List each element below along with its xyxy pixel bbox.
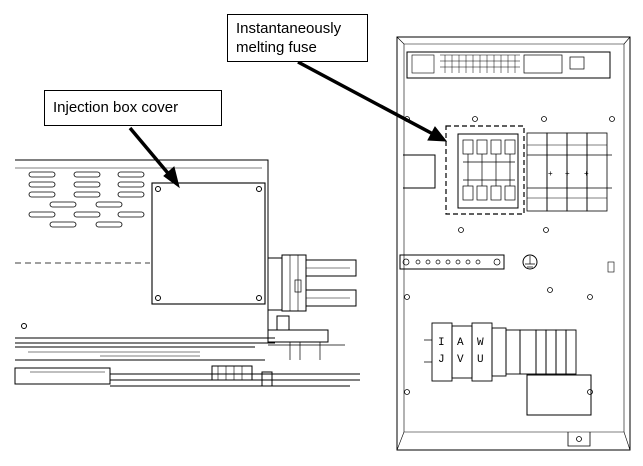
arrow-injection-cover <box>128 126 174 180</box>
svg-text:+: + <box>565 169 570 178</box>
terminal-board-top <box>406 51 611 79</box>
vent-slots <box>28 171 145 228</box>
connector-markings: I J A V W U <box>438 337 484 366</box>
svg-text:W: W <box>477 337 484 349</box>
svg-text:V: V <box>457 354 464 366</box>
fuse-dashed-outline <box>445 125 525 215</box>
svg-text:J: J <box>438 354 445 366</box>
callout-fuse-line2: melting fuse <box>236 39 317 56</box>
terminal-strip <box>399 254 505 270</box>
fuse-block <box>457 133 519 209</box>
callout-injection-box-cover: Injection box cover <box>44 90 222 126</box>
arrow-fuse <box>297 60 434 136</box>
injection-box-cover-plate <box>151 182 266 305</box>
callout-arrows <box>128 60 448 189</box>
ground-symbol <box>522 254 538 270</box>
callout-instantaneous-fuse: Instantaneously melting fuse <box>227 14 368 62</box>
svg-text:I: I <box>438 337 445 349</box>
svg-text:+: + <box>584 169 589 178</box>
svg-text:+: + <box>548 169 553 178</box>
control-panel-drawing: + + + <box>396 36 631 451</box>
connector-row <box>424 322 577 382</box>
injection-unit-drawing <box>14 159 360 387</box>
svg-text:U: U <box>477 354 484 366</box>
callout-fuse-line1: Instantaneously <box>236 20 342 37</box>
callout-injection-box-cover-label: Injection box cover <box>53 99 179 116</box>
nameplate <box>526 374 592 416</box>
svg-text:A: A <box>457 337 464 349</box>
